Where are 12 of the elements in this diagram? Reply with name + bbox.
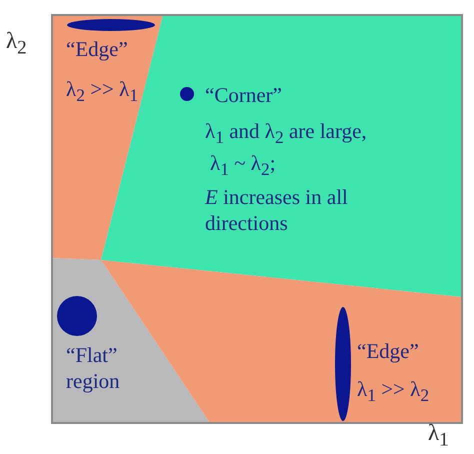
region-title: “Flat” region xyxy=(66,342,121,394)
edge-region xyxy=(52,15,163,260)
region-title: “Edge” xyxy=(357,338,419,364)
region-title: “Edge” xyxy=(66,36,128,62)
region-description: λ$_{1}$ and λ$_{2}$ are large, xyxy=(205,118,367,150)
axis-label: λ$_{1}$ xyxy=(428,420,449,452)
axis-label: λ$_{2}$ xyxy=(6,28,27,60)
region-description: λ$_{1}$ ~ λ$_{2}$; xyxy=(210,150,276,182)
region-description: λ$_{2}$ >> λ$_{1}$ xyxy=(66,76,138,108)
region-title: “Corner” xyxy=(205,82,282,108)
region-description: E increases in all directions xyxy=(205,184,349,236)
region-description: λ$_{1}$ >> λ$_{2}$ xyxy=(357,376,430,408)
